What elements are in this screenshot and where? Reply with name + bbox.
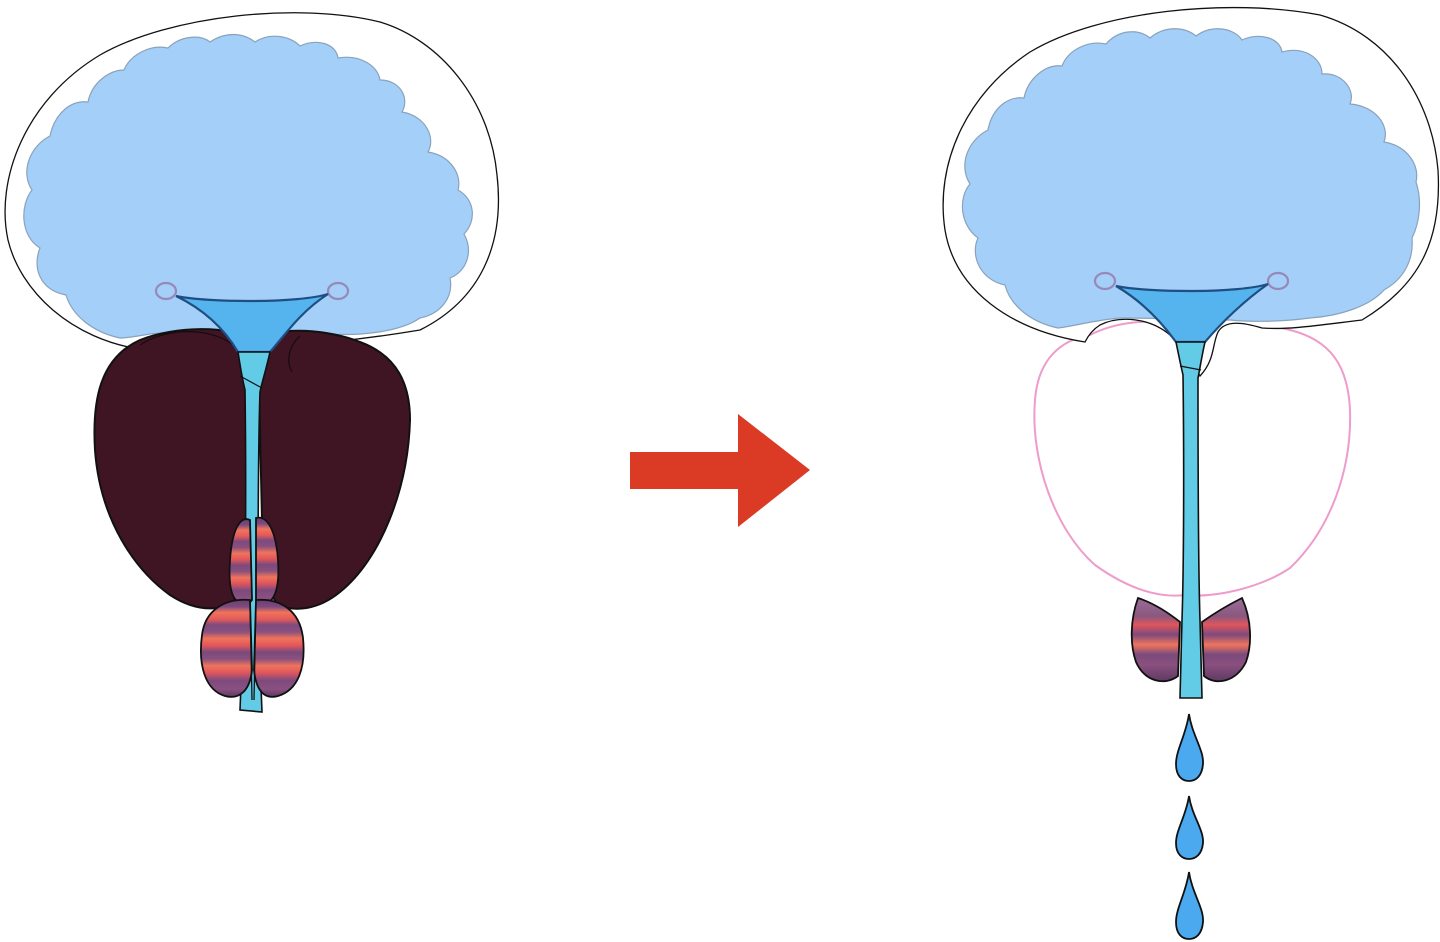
bladder-lumen-after (961, 28, 1421, 329)
ureter-orifice-left-after (1093, 271, 1117, 291)
sphincter-remaining-left (1130, 596, 1181, 683)
sphincter-lobe-lower-left (200, 598, 253, 698)
right-arrow-icon (630, 414, 810, 527)
panel-before (4, 12, 500, 713)
ureter-orifice-left-before (154, 281, 178, 301)
bladder-trigone-after (1115, 282, 1269, 344)
sphincter-center-line (249, 599, 257, 701)
urine-drop-1 (1175, 713, 1204, 782)
bladder-lumen-before (23, 33, 473, 339)
urine-drop-3 (1175, 871, 1204, 940)
ureter-orifice-right-after (1266, 271, 1290, 291)
urine-drop-2 (1175, 795, 1204, 860)
sphincter-remaining-right (1201, 596, 1251, 683)
urethra-anastomosis-line (1179, 365, 1202, 371)
sphincter-lobe-lower-right (253, 599, 305, 698)
bladder-trigone-before (175, 292, 329, 354)
panel-after (942, 6, 1440, 940)
ureter-orifice-right-before (326, 281, 350, 301)
urethra-after (1175, 341, 1207, 699)
urethra-prostatic-segment-line (239, 375, 263, 389)
prostate-median-groove (139, 331, 301, 373)
